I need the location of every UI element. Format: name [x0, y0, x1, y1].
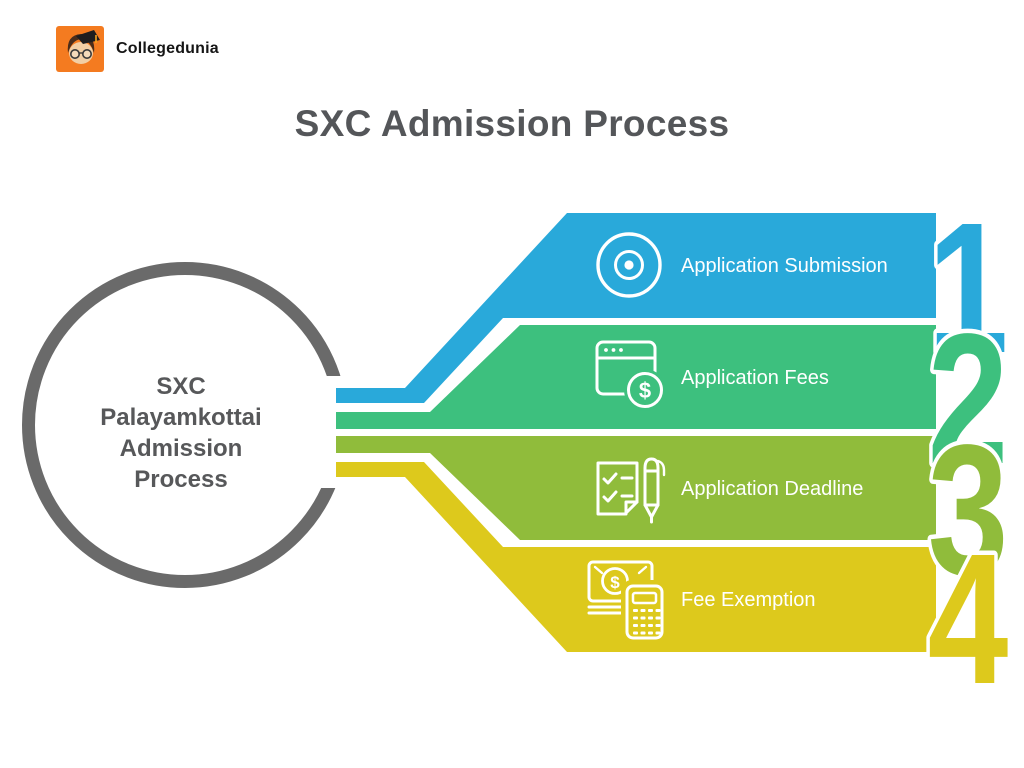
hub-label-line-3: Admission — [120, 435, 243, 462]
hub-label-line-1: SXC — [156, 373, 205, 400]
calculator-screen — [631, 591, 658, 605]
dollar-badge-ring — [627, 372, 663, 408]
step-label-4: Fee Exemption — [681, 589, 816, 611]
step-label-2: Application Fees — [681, 367, 829, 389]
glasses-left-lens — [70, 48, 80, 59]
checklist-document — [596, 461, 639, 516]
brand-header: Collegedunia — [56, 26, 219, 72]
pen-clip — [656, 459, 666, 477]
banknote-corner-mark — [593, 565, 604, 575]
checkmark — [602, 490, 618, 503]
step-number-2: 2 — [928, 296, 1009, 503]
step-number-3-group: 3 — [924, 403, 1013, 618]
browser-dot — [604, 348, 608, 352]
step-number-1-group: 1 — [924, 181, 1013, 396]
checklist-pen-icon — [596, 457, 666, 524]
document-fold — [624, 500, 639, 516]
target-center-dot — [624, 260, 634, 270]
target-outer-ring — [596, 232, 662, 298]
cash-calculator-icon: $ — [587, 560, 668, 644]
hub-label-line-4: Process — [134, 466, 227, 493]
page-title: SXC Admission Process — [294, 103, 730, 144]
pen-body — [643, 457, 660, 507]
banner-step-4 — [336, 462, 936, 652]
calculator-body — [625, 584, 664, 640]
dollar-glyph: $ — [610, 573, 620, 592]
target-inner-ring — [614, 250, 644, 280]
step-number-2-group: 2 — [924, 292, 1013, 507]
brand-name: Collegedunia — [116, 40, 219, 57]
step-labels: Application Submission Application Fees … — [681, 255, 888, 611]
dollar-glyph: $ — [639, 378, 651, 403]
collegedunia-logo-icon — [56, 26, 104, 72]
hub-label-line-2: Palayamkottai — [100, 404, 261, 431]
hub-label: SXC Palayamkottai Admission Process — [100, 373, 261, 493]
checkmark — [602, 472, 618, 485]
banner-step-1 — [336, 213, 936, 403]
step-number-1: 1 — [928, 185, 1009, 392]
banknote-corner-mark — [637, 565, 648, 575]
step-number-4-group: 4 — [924, 512, 1013, 727]
browser-dot — [611, 348, 616, 352]
dollar-badge-halo — [624, 369, 666, 411]
step-number-3: 3 — [928, 407, 1009, 614]
graduation-cap-icon — [76, 30, 100, 44]
step-number-4: 4 — [928, 516, 1009, 723]
glasses-right-lens — [81, 48, 92, 59]
target-icon — [596, 232, 662, 298]
browser-dot — [619, 348, 623, 352]
step-label-1: Application Submission — [681, 255, 888, 277]
calculator-keys — [633, 609, 661, 635]
browser-payment-icon: $ — [595, 340, 666, 411]
step-label-3: Application Deadline — [681, 478, 863, 500]
